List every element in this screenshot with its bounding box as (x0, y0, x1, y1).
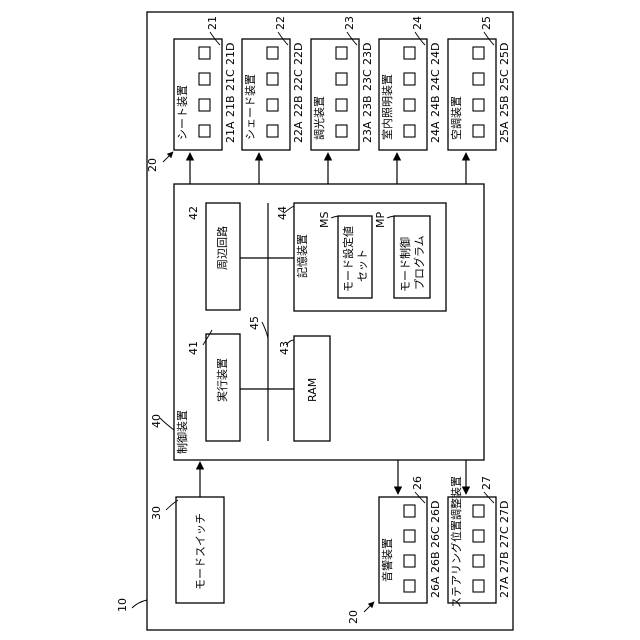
port-22B (267, 99, 278, 111)
controller-ref: 40 (150, 414, 163, 428)
port-25A (473, 125, 484, 137)
executor-label: 実行装置 (215, 358, 229, 402)
port-21A (199, 125, 210, 137)
port-label: 24D (429, 43, 442, 65)
port-label: 25C (498, 69, 511, 91)
mode-control-program-line2: プログラム (412, 235, 426, 290)
port-label: 26A (429, 576, 442, 598)
port-label: 24A (429, 121, 442, 143)
port-27C (473, 530, 484, 542)
port-23B (336, 99, 347, 111)
controller-label: 制御装置 (175, 410, 189, 454)
mode-control-program-line1: モード制御 (398, 237, 412, 292)
port-label: 21B (224, 95, 237, 117)
port-label: 26B (429, 551, 442, 573)
port-21C (199, 73, 210, 85)
port-27A (473, 580, 484, 592)
mode-setting-set-line2: セット (356, 249, 369, 282)
storage-ref: 44 (276, 206, 289, 220)
mode-control-program-ref: MP (374, 212, 387, 228)
device-label: シェード装置 (244, 74, 257, 140)
port-25D (473, 47, 484, 59)
device-label: 音響装置 (380, 538, 394, 582)
port-22C (267, 73, 278, 85)
port-label: 24B (429, 95, 442, 117)
port-label: 21C (224, 69, 237, 91)
device-label: 空調装置 (449, 96, 463, 140)
port-label: 23A (361, 121, 374, 143)
group-ref-bottom: 20 (347, 610, 360, 624)
port-24C (404, 73, 415, 85)
mode-setting-set-ref: MS (318, 212, 331, 228)
port-25B (473, 99, 484, 111)
port-label: 23C (361, 69, 374, 91)
port-label: 25A (498, 121, 511, 143)
port-label: 26D (429, 501, 442, 523)
port-label: 22D (292, 43, 305, 65)
port-25C (473, 73, 484, 85)
port-label: 22C (292, 69, 305, 91)
port-label: 25D (498, 43, 511, 65)
port-label: 27C (498, 526, 511, 548)
device-ref: 27 (480, 476, 493, 490)
bus-ref: 45 (248, 316, 261, 330)
port-label: 24C (429, 69, 442, 91)
device-label: ステアリング位置調整装置 (449, 476, 463, 608)
port-24B (404, 99, 415, 111)
device-ref: 21 (206, 16, 219, 30)
port-label: 22A (292, 121, 305, 143)
port-21D (199, 47, 210, 59)
port-label: 27D (498, 501, 511, 523)
port-label: 27A (498, 576, 511, 598)
port-26B (404, 555, 415, 567)
mode-switch-label: モードスイッチ (194, 513, 207, 590)
port-26C (404, 530, 415, 542)
device-label: 調光装置 (312, 96, 326, 140)
ram-label: RAM (306, 378, 319, 402)
port-label: 23B (361, 95, 374, 117)
port-27B (473, 555, 484, 567)
port-24A (404, 125, 415, 137)
ram-ref: 43 (278, 341, 291, 355)
device-label: 室内照明装置 (380, 74, 394, 140)
port-22D (267, 47, 278, 59)
device-label: シート装置 (176, 85, 189, 140)
port-26D (404, 505, 415, 517)
port-26A (404, 580, 415, 592)
device-ref: 25 (480, 16, 493, 30)
device-ref: 26 (411, 476, 424, 490)
port-label: 25B (498, 95, 511, 117)
port-22A (267, 125, 278, 137)
device-ref: 22 (274, 16, 287, 30)
mode-setting-set-line1: モード設定値 (341, 226, 355, 292)
outer-ref-leader (132, 600, 147, 608)
port-label: 27B (498, 551, 511, 573)
mode-switch-ref: 30 (150, 506, 163, 520)
port-21B (199, 99, 210, 111)
port-label: 21D (224, 43, 237, 65)
port-label: 21A (224, 121, 237, 143)
port-24D (404, 47, 415, 59)
port-27D (473, 505, 484, 517)
port-23C (336, 73, 347, 85)
port-label: 26C (429, 526, 442, 548)
port-label: 23D (361, 43, 374, 65)
peripheral-circuit-ref: 42 (187, 206, 200, 220)
device-ref: 23 (343, 16, 356, 30)
device-ref: 24 (411, 16, 424, 30)
peripheral-circuit-label: 周辺回路 (216, 226, 229, 270)
port-23A (336, 125, 347, 137)
port-label: 22B (292, 95, 305, 117)
executor-ref: 41 (187, 341, 200, 355)
group-ref-top: 20 (146, 158, 159, 172)
port-23D (336, 47, 347, 59)
storage-label: 記憶装置 (295, 234, 309, 278)
outer-ref-label: 10 (116, 598, 129, 612)
